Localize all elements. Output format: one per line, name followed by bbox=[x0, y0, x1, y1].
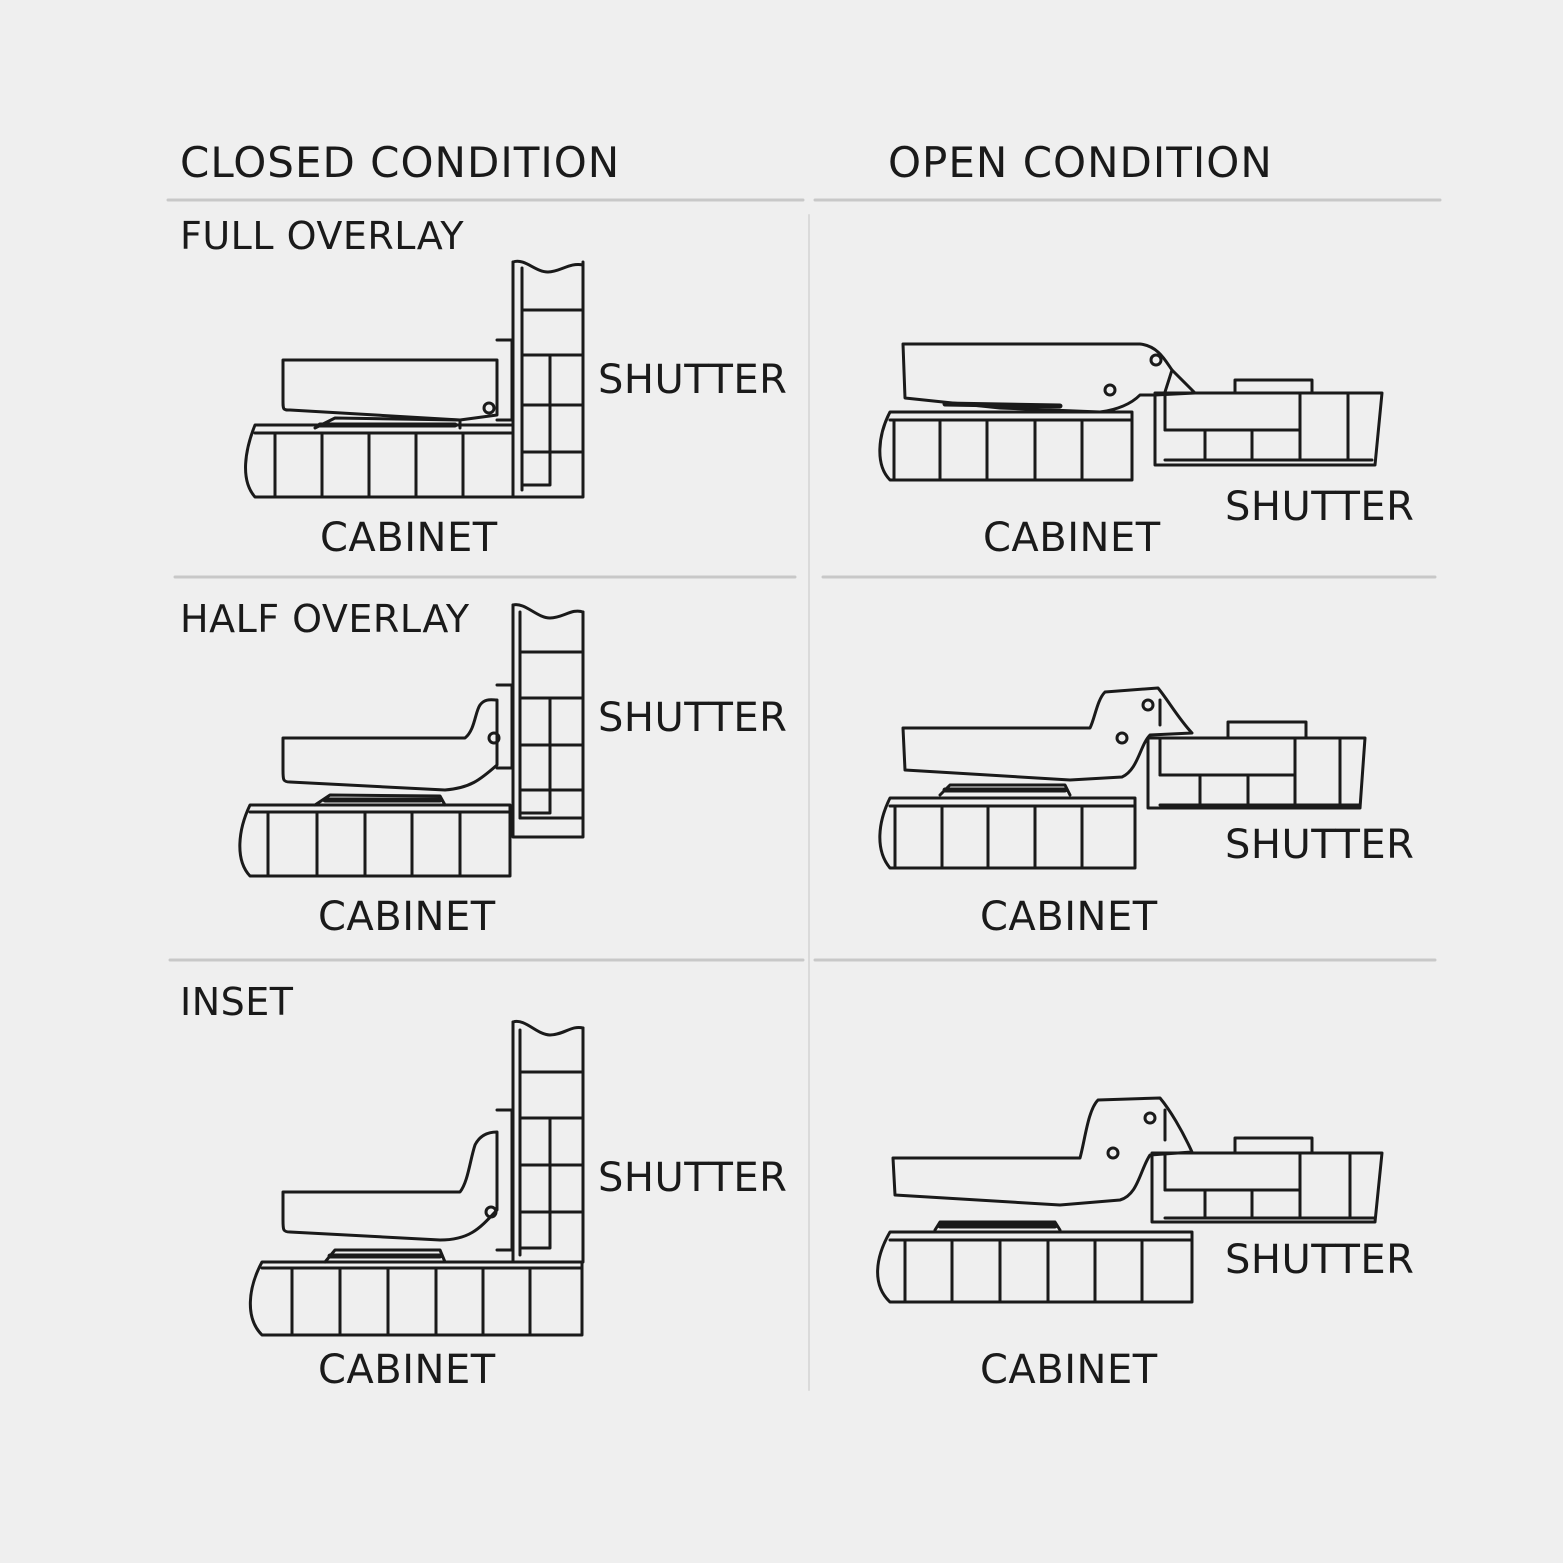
inset-closed-drawing bbox=[248, 1019, 585, 1337]
cabinet-panel bbox=[238, 803, 512, 878]
inset-open-shutter-label: SHUTTER bbox=[1225, 1237, 1415, 1283]
shutter-panel bbox=[1150, 1136, 1384, 1224]
inset-closed-shutter-label: SHUTTER bbox=[598, 1155, 788, 1201]
inset-open-drawing bbox=[876, 1096, 1384, 1304]
hinge bbox=[281, 683, 514, 807]
full-overlay-closed-cabinet-label: CABINET bbox=[320, 515, 498, 561]
full-overlay-closed-drawing bbox=[244, 259, 585, 499]
half-overlay-closed-drawing bbox=[238, 603, 585, 878]
open-condition-header: OPEN CONDITION bbox=[888, 138, 1273, 187]
full-overlay-open-shutter-label: SHUTTER bbox=[1225, 484, 1415, 530]
inset-open-cabinet-label: CABINET bbox=[980, 1347, 1158, 1393]
inset-closed-cabinet-label: CABINET bbox=[318, 1347, 496, 1393]
cabinet-panel bbox=[878, 796, 1137, 870]
full-overlay-open-cabinet-label: CABINET bbox=[983, 515, 1161, 561]
shutter-panel bbox=[511, 259, 585, 499]
inset-title: INSET bbox=[180, 980, 294, 1024]
half-overlay-title: HALF OVERLAY bbox=[180, 597, 470, 641]
cabinet-panel bbox=[244, 423, 515, 499]
half-overlay-closed-cabinet-label: CABINET bbox=[318, 894, 496, 940]
hinge bbox=[901, 342, 1197, 414]
half-overlay-open-cabinet-label: CABINET bbox=[980, 894, 1158, 940]
shutter-panel bbox=[1153, 378, 1384, 467]
cabinet-panel bbox=[248, 1260, 584, 1337]
dividers bbox=[166, 198, 1442, 1391]
half-overlay-open-drawing bbox=[878, 686, 1367, 870]
full-overlay-title: FULL OVERLAY bbox=[180, 214, 465, 258]
shutter-panel bbox=[511, 1019, 585, 1264]
full-overlay-closed-shutter-label: SHUTTER bbox=[598, 357, 788, 403]
hinge bbox=[281, 338, 514, 430]
hinge bbox=[281, 1108, 514, 1264]
full-overlay-open-drawing bbox=[878, 342, 1384, 482]
closed-condition-header: CLOSED CONDITION bbox=[180, 138, 621, 187]
cabinet-panel bbox=[878, 410, 1134, 482]
cabinet-panel bbox=[876, 1230, 1194, 1304]
shutter-panel bbox=[1146, 720, 1367, 810]
half-overlay-closed-shutter-label: SHUTTER bbox=[598, 695, 788, 741]
hinge bbox=[891, 1096, 1194, 1232]
shutter-panel bbox=[511, 603, 585, 839]
half-overlay-open-shutter-label: SHUTTER bbox=[1225, 822, 1415, 868]
hinge bbox=[901, 686, 1194, 797]
